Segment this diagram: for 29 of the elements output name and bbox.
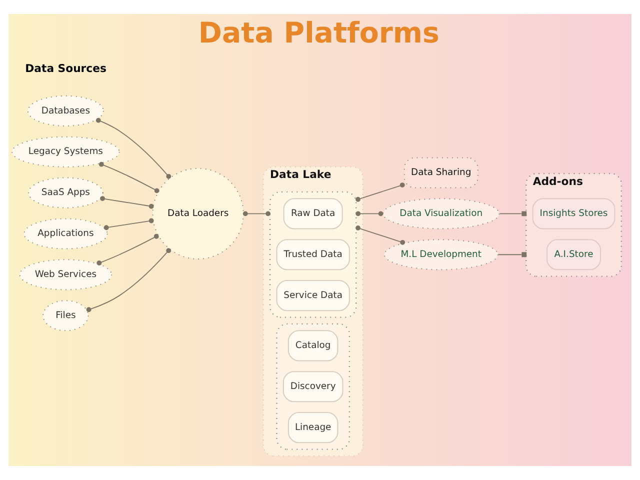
node-box: Catalog — [288, 330, 338, 362]
node-box: Lineage — [288, 412, 338, 444]
node-box: Raw Data — [283, 198, 343, 230]
cluster — [276, 323, 350, 450]
node-ellipse: Databases — [27, 95, 104, 126]
connector — [499, 211, 527, 216]
node-ellipse: SaaS Apps — [28, 177, 104, 208]
cluster — [269, 191, 357, 318]
connector — [242, 211, 270, 216]
node-box: Insights Stores — [532, 198, 616, 230]
node-box: Trusted Data — [276, 239, 350, 270]
connector — [96, 118, 172, 179]
node-ellipse: Files — [42, 300, 89, 332]
connector — [356, 226, 406, 245]
connector — [100, 196, 154, 209]
connector — [96, 234, 159, 266]
connector — [356, 182, 405, 202]
diagram-title: Data Platforms — [198, 16, 440, 50]
node-box: Service Data — [276, 280, 350, 312]
node-box: Discovery — [282, 371, 344, 402]
connector — [86, 248, 172, 312]
connector — [356, 211, 384, 216]
label: Data Sources — [25, 62, 106, 75]
connector — [498, 252, 527, 258]
node-box: A.I.Store — [546, 239, 601, 270]
node-box: Data Sharing — [404, 157, 478, 188]
node-ellipse: Data Visualization — [382, 198, 500, 230]
connector — [104, 218, 154, 230]
connector — [98, 162, 160, 194]
